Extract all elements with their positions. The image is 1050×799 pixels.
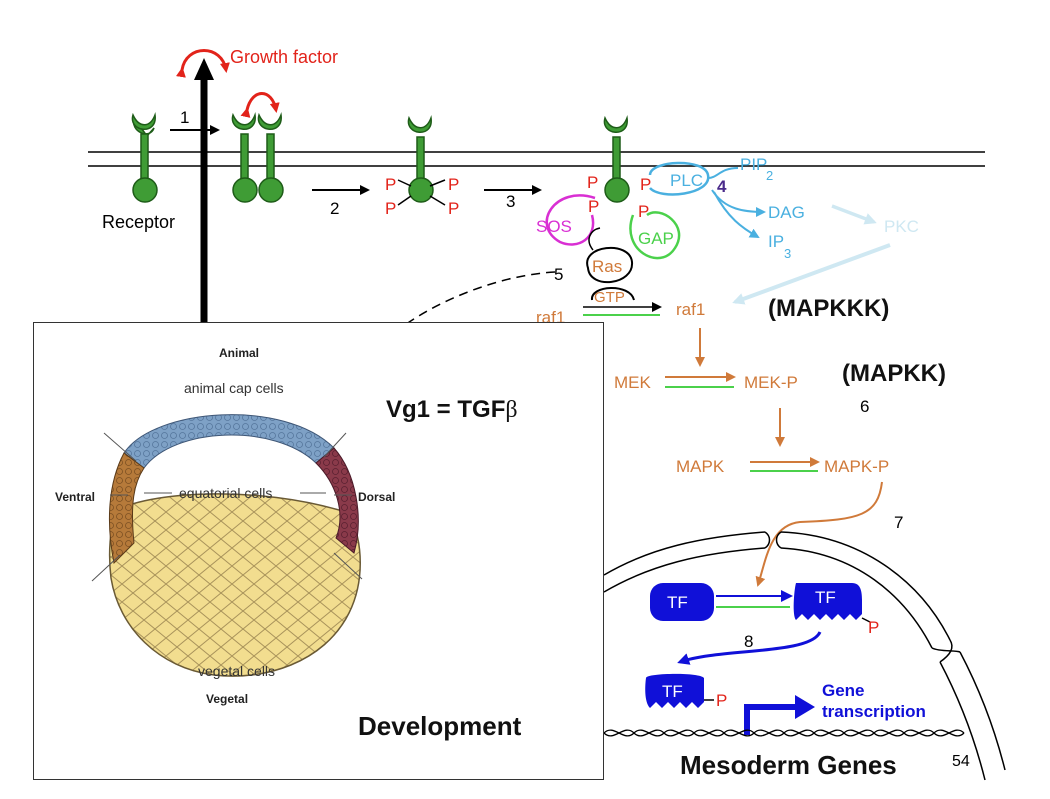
step-8-label: 8	[744, 632, 753, 651]
gtp-label: GTP	[594, 289, 625, 306]
pkc-label: PKC	[884, 217, 919, 236]
tf-active	[793, 583, 862, 620]
plc-label: PLC	[670, 171, 703, 190]
dna-helix	[603, 729, 965, 737]
nuclear-envelope	[603, 531, 1006, 781]
mapk-label: MAPK	[676, 457, 725, 476]
mapkk-label: (MAPKK)	[842, 360, 946, 387]
tf-inactive-label: TF	[667, 593, 688, 612]
mesoderm-genes-label: Mesoderm Genes	[680, 750, 897, 780]
mapkkk-label: (MAPKKK)	[768, 295, 889, 322]
receptor-dimer	[231, 112, 284, 203]
phospho-p4: P	[448, 199, 459, 218]
phospho-p2: P	[385, 199, 396, 218]
phospho-p5: P	[587, 173, 598, 192]
step-2-label: 2	[330, 199, 339, 218]
pip2-subscript: 2	[766, 168, 773, 183]
transcription-label: transcription	[822, 702, 926, 721]
gap-protein	[629, 211, 681, 260]
mapk-p-label: MAPK-P	[824, 457, 889, 476]
gtp-outline	[591, 287, 635, 301]
phospho-p1: P	[385, 175, 396, 194]
dag-to-pkc-arrow	[831, 204, 877, 225]
equatorial-cells-label: equatorial cells	[179, 485, 272, 501]
ip3-label: IP	[768, 232, 784, 251]
dorsal-region	[315, 447, 359, 554]
mek-label: MEK	[614, 373, 652, 392]
phospho-p3: P	[448, 175, 459, 194]
signal-arrow-head	[194, 58, 214, 80]
phospho-p8: P	[638, 202, 649, 221]
growth-factor-loop	[175, 49, 230, 78]
development-inset: Animal animal cap cells equatorial cells…	[33, 322, 604, 780]
ventral-region	[108, 452, 145, 565]
animal-label: Animal	[219, 346, 259, 360]
region-divider-lines	[91, 432, 363, 582]
plasma-membrane	[88, 151, 985, 167]
animal-cap-cells-label: animal cap cells	[184, 380, 284, 396]
transcription-arrow-head	[795, 695, 815, 719]
ras-feedback-dashed	[404, 271, 556, 326]
phospho-p7: P	[640, 175, 651, 194]
plc-branch-line	[707, 167, 739, 179]
step-3-label: 3	[506, 192, 515, 211]
plc-protein	[648, 161, 710, 196]
mek-p-label: MEK-P	[744, 373, 798, 392]
phospho-bonds	[397, 179, 446, 206]
vg1-label: Vg1 = TGFβ	[386, 396, 518, 423]
dimer-ligand-arrow	[240, 92, 280, 118]
ras-tether	[588, 227, 601, 251]
tf-active-label: TF	[815, 588, 836, 607]
ventral-label: Ventral	[55, 490, 95, 504]
pip2-label: PIP	[740, 155, 767, 174]
transcription-arrow	[744, 704, 795, 735]
phospho-p6: P	[588, 197, 599, 216]
tf-active-p-bond	[861, 617, 871, 623]
tf-bound-label: TF	[662, 682, 683, 701]
vegetal-cells-label: vegetal cells	[198, 663, 275, 679]
growth-factor-label: Growth factor	[230, 47, 338, 67]
activated-receptor	[603, 115, 630, 203]
step-1-label: 1	[180, 108, 189, 127]
vegetal-label: Vegetal	[206, 692, 248, 706]
development-label: Development	[358, 711, 522, 741]
gap-label: GAP	[638, 229, 674, 248]
embryo-diagram: Animal animal cap cells equatorial cells…	[55, 346, 522, 741]
label-leader-lines	[110, 492, 352, 496]
page-number: 54	[952, 753, 970, 770]
phosphorylated-receptor	[407, 115, 434, 203]
dorsal-label: Dorsal	[358, 490, 395, 504]
animal-cap-region	[123, 414, 335, 469]
ras-label: Ras	[592, 257, 622, 276]
receptor-label: Receptor	[102, 212, 175, 232]
dag-label: DAG	[768, 203, 805, 222]
gene-label: Gene	[822, 681, 865, 700]
tf-to-dna-arrow	[677, 631, 822, 665]
sos-label: SOS	[536, 217, 572, 236]
step-4-label: 4	[717, 177, 727, 196]
tf-inactive	[650, 583, 714, 621]
ras-protein	[586, 246, 634, 284]
tf-active-p: P	[868, 618, 879, 637]
step-6-label: 6	[860, 397, 869, 416]
vegetal-cells-mass	[108, 493, 361, 677]
tf-bound	[645, 673, 704, 708]
step-5-label: 5	[554, 265, 563, 284]
pip2-to-ip3-arrow	[713, 191, 760, 238]
tf-bound-p: P	[716, 691, 727, 710]
raf1-right-label: raf1	[676, 300, 705, 319]
mapk-to-nucleus-arrow	[755, 481, 883, 587]
step-7-label: 7	[894, 513, 903, 532]
receptor-monomer	[131, 112, 158, 203]
ip3-subscript: 3	[784, 246, 791, 261]
pkc-to-raf1-arrow	[732, 243, 891, 305]
